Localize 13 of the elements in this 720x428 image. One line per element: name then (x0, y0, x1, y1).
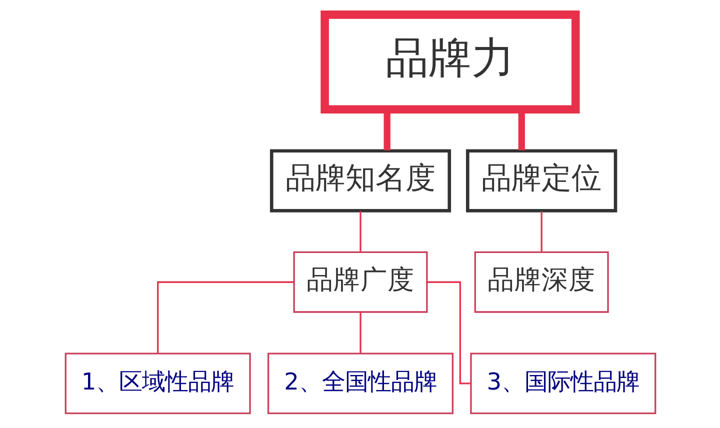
node-box: 品牌知名度 (269, 149, 451, 212)
node-box: 品牌定位 (465, 149, 617, 212)
connector (359, 211, 361, 252)
node-box: 1、区域性品牌 (64, 352, 250, 414)
node-box: 品牌广度 (292, 251, 428, 313)
node-box: 2、全国性品牌 (266, 352, 454, 414)
node-box: 品牌力 (320, 10, 580, 114)
connector (540, 211, 542, 252)
node-box: 品牌深度 (474, 251, 608, 313)
connector (426, 281, 470, 384)
node-box: 3、国际性品牌 (470, 352, 656, 414)
connector (156, 281, 294, 354)
connector (359, 312, 361, 354)
